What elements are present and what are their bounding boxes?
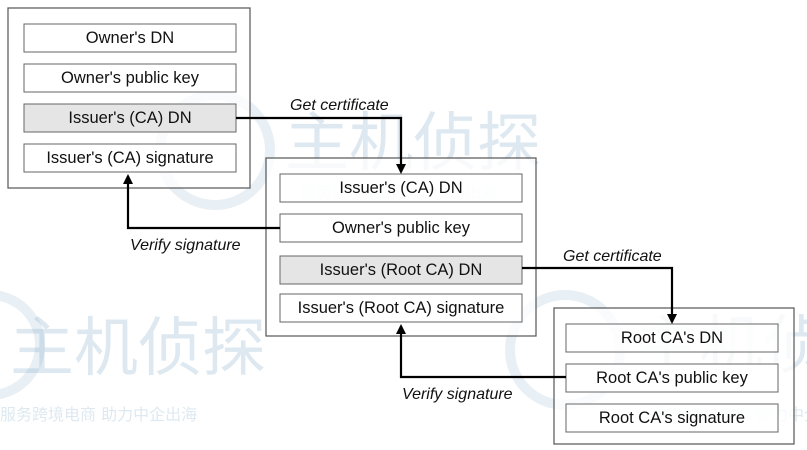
arrows [123, 116, 677, 379]
ca-issuer-root-signature-field [279, 293, 523, 323]
ca-issuer-ca-dn-field [279, 173, 523, 203]
owner-dn-field [23, 23, 237, 53]
root-ca-public-key-field [565, 363, 779, 393]
issuer-ca-signature-label: Issuer's (CA) signature [46, 149, 213, 167]
owner-dn-label: Owner's DN [86, 29, 174, 47]
owner-certificate: Owner's DN Owner's public key Issuer's (… [7, 7, 251, 189]
ca-issuer-root-dn-field [279, 255, 523, 285]
verify-signature-arrow-1 [123, 174, 280, 230]
root-ca-dn-label: Root CA's DN [621, 329, 723, 347]
watermark-logo-icon-2 [0, 290, 45, 400]
ca-owner-public-key-label: Owner's public key [332, 219, 471, 237]
watermark-logo-text-2: 主机侦探 [10, 312, 266, 386]
issuer-ca-dn-label: Issuer's (CA) DN [68, 109, 191, 127]
ca-issuer-root-dn-label: Issuer's (Root CA) DN [320, 261, 483, 279]
ca-certificate: Issuer's (CA) DN Owner's public key Issu… [265, 157, 537, 337]
verify-signature-label-1: Verify signature [130, 237, 241, 254]
root-ca-certificate: Root CA's DN Root CA's public key Root C… [553, 307, 795, 445]
ca-issuer-root-signature-label: Issuer's (Root CA) signature [298, 299, 505, 317]
get-certificate-label-2: Get certificate [563, 248, 662, 265]
owner-public-key-label: Owner's public key [61, 69, 200, 87]
verify-signature-arrow-2 [396, 324, 566, 379]
root-ca-public-key-label: Root CA's public key [596, 369, 748, 387]
get-certificate-label-1: Get certificate [290, 97, 389, 114]
verify-signature-label-2: Verify signature [402, 386, 513, 403]
get-certificate-arrow-2 [522, 266, 677, 324]
root-ca-signature-label: Root CA's signature [599, 409, 745, 427]
issuer-ca-signature-field [23, 143, 237, 173]
watermark-tagline-2: 服务跨境电商 助力中企出海 [0, 405, 197, 424]
ca-issuer-ca-dn-label: Issuer's (CA) DN [339, 179, 462, 197]
get-certificate-arrow-1 [236, 116, 406, 174]
root-ca-dn-field [565, 323, 779, 353]
root-ca-signature-field [565, 403, 779, 433]
owner-public-key-field [23, 63, 237, 93]
